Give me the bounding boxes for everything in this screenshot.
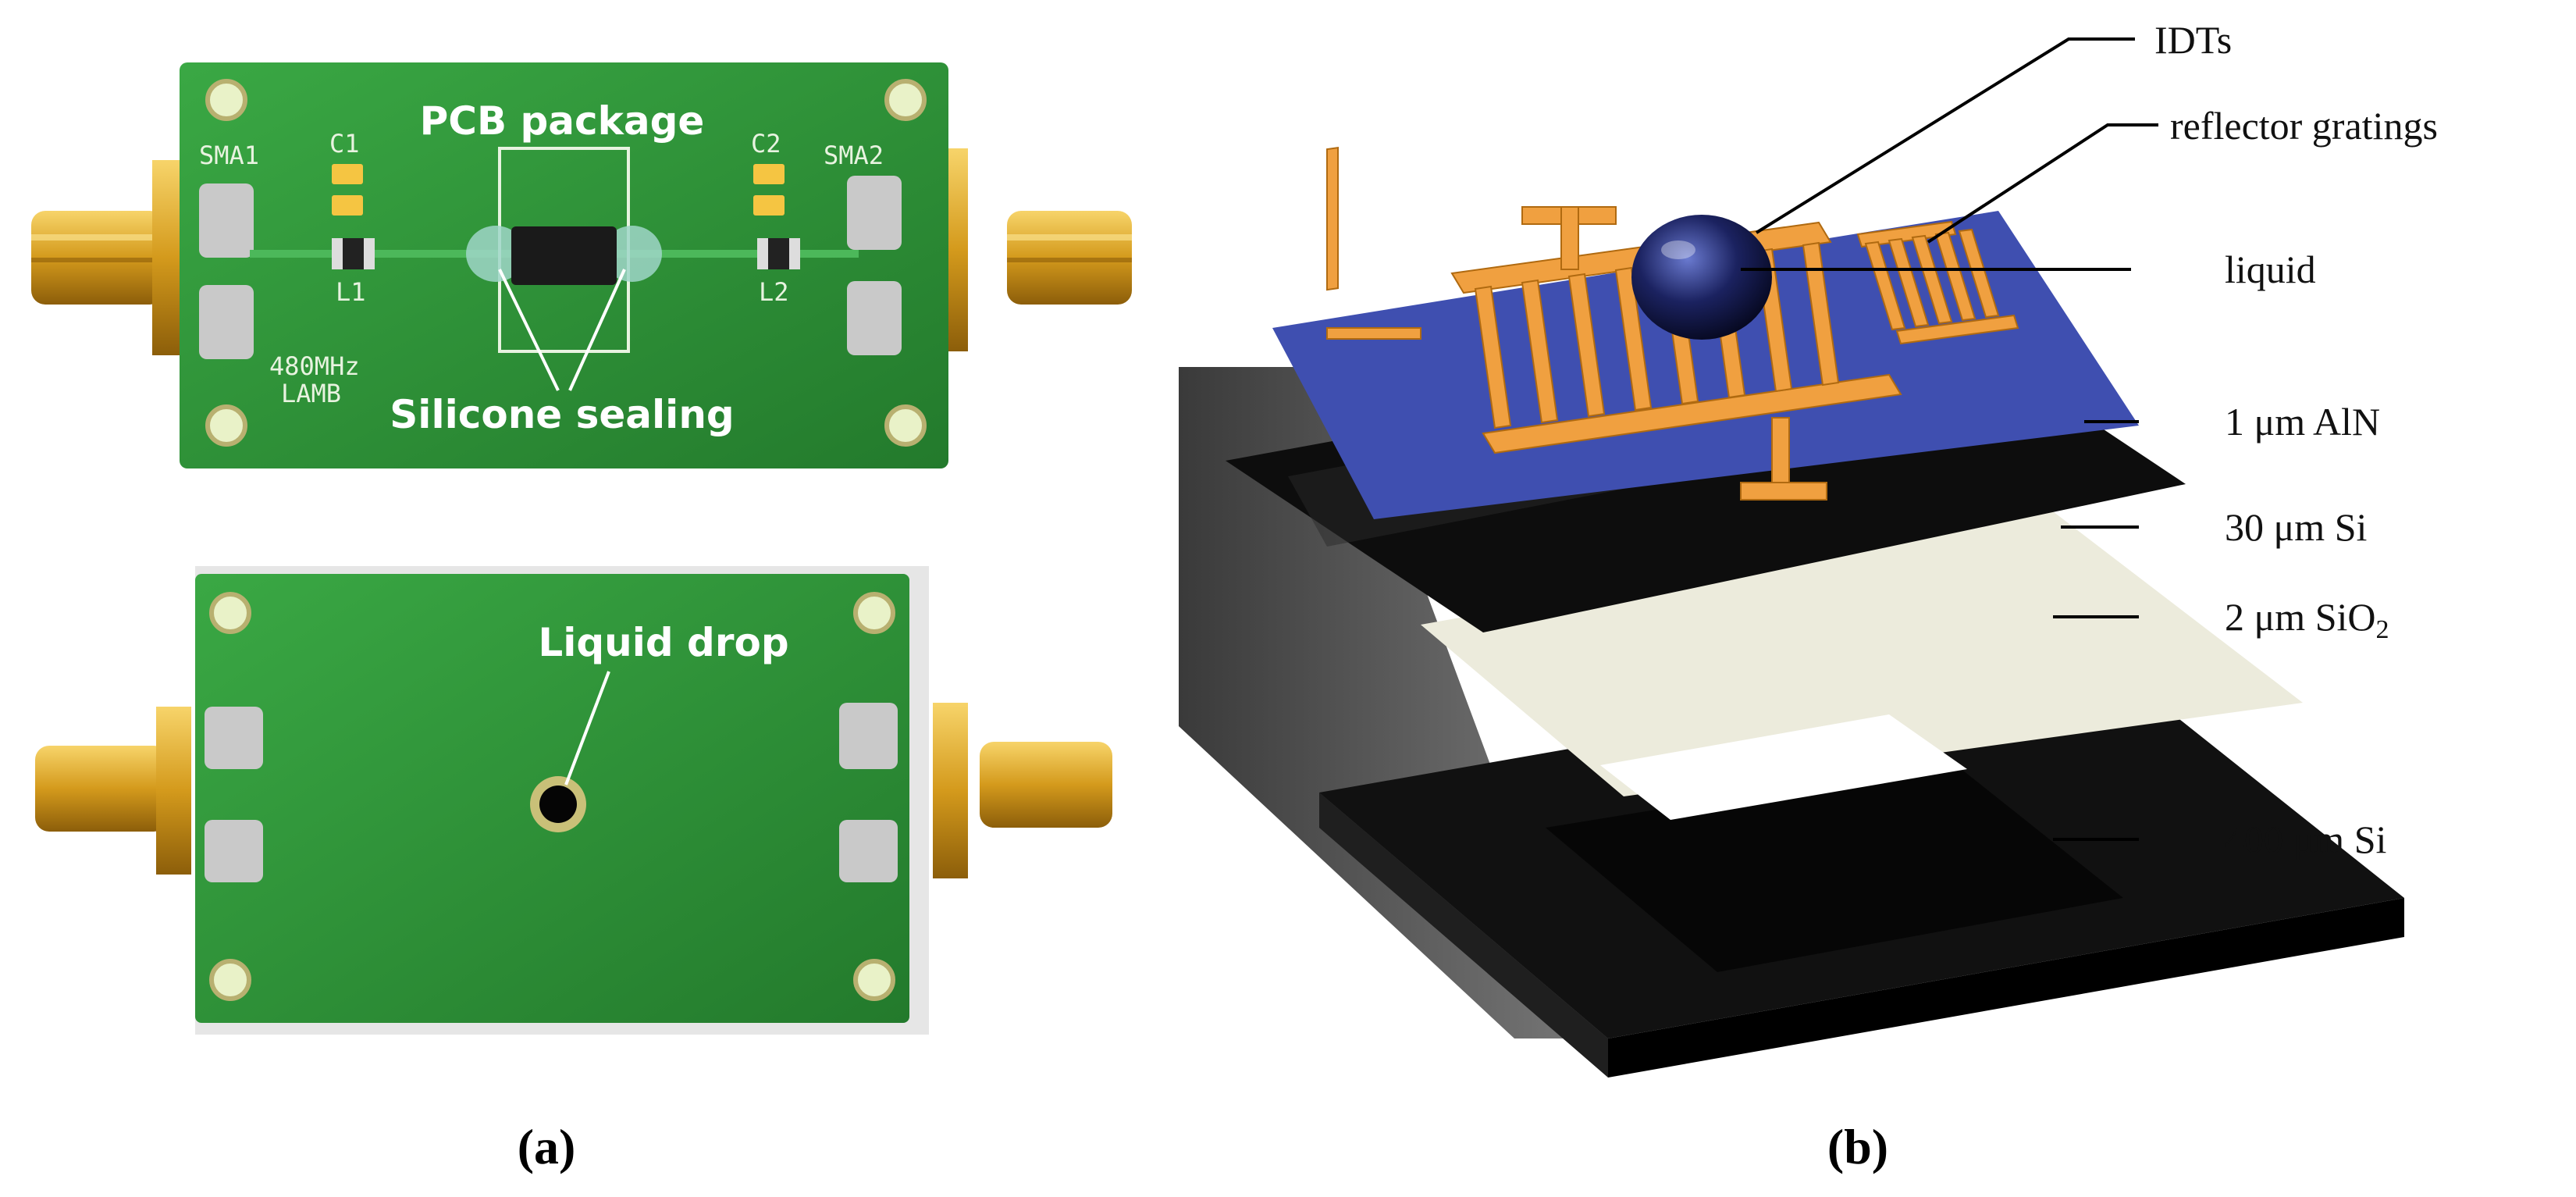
saw-chip-package: [511, 226, 617, 285]
top-pcb-board: PCB package Silicone sealing SMA1 SMA2 C…: [31, 62, 1132, 468]
layer-sio2: [1421, 511, 2303, 796]
capacitor-pads: [332, 164, 785, 216]
panel-a: PCB package Silicone sealing SMA1 SMA2 C…: [31, 62, 1132, 1174]
silk-l2: L2: [759, 277, 789, 307]
label-idts: IDTs: [2154, 18, 2232, 62]
drop-pointer-line: [564, 671, 610, 786]
caption-b: (b): [1827, 1119, 1888, 1174]
leader-reflector: [1927, 123, 2158, 244]
liquid-drop-label: Liquid drop: [538, 620, 788, 665]
silk-c1: C1: [329, 129, 360, 159]
panel-b: IDTs reflector gratings liquid 1 μm AlN …: [1179, 18, 2438, 1174]
silk-sma1: SMA1: [199, 141, 259, 170]
sma-connector-bottom-left: [35, 707, 191, 875]
mounting-holes-bottom: [209, 592, 895, 1001]
silicone-sealing-blobs: [466, 226, 662, 282]
sma-connector-bottom-right: [933, 703, 1112, 878]
sma-connector-right: [929, 148, 1132, 351]
bottom-pcb-board: Liquid drop: [35, 566, 1112, 1035]
solder-pads-top: [199, 176, 902, 359]
mounting-holes-top: [205, 79, 927, 447]
silk-mode: LAMB: [281, 379, 341, 408]
silk-c2: C2: [751, 129, 781, 159]
liquid-drop-hole: [539, 786, 577, 823]
leader-idts: [1755, 37, 2135, 234]
liquid-droplet: [1631, 215, 1772, 340]
silicone-sealing-label: Silicone sealing: [390, 392, 734, 437]
silkscreen-labels: SMA1 SMA2 C1 C2 L1 L2 480MHz LAMB: [199, 129, 884, 408]
leader-lines: [1741, 37, 2158, 841]
label-aln: 1 μm AlN: [2225, 400, 2380, 444]
inductor-components: [332, 238, 800, 269]
label-si-400: 400 μm Si: [2225, 818, 2386, 861]
silk-sma2: SMA2: [824, 141, 884, 170]
label-liquid: liquid: [2225, 248, 2316, 291]
label-reflector-gratings: reflector gratings: [2170, 104, 2438, 148]
sealing-pointer-lines: [498, 269, 626, 391]
silk-l1: L1: [336, 277, 366, 307]
label-si-30: 30 μm Si: [2225, 505, 2367, 549]
caption-a: (a): [518, 1119, 576, 1174]
label-sio2: 2 μm SiO2: [2225, 595, 2389, 644]
pcb-package-label: PCB package: [420, 98, 705, 144]
sio2-window: [1600, 714, 1967, 820]
solder-pads-bottom: [205, 703, 898, 882]
silk-frequency: 480MHz: [269, 351, 360, 381]
sma-connector-left: [31, 160, 191, 355]
droplet-highlight: [1661, 240, 1695, 259]
